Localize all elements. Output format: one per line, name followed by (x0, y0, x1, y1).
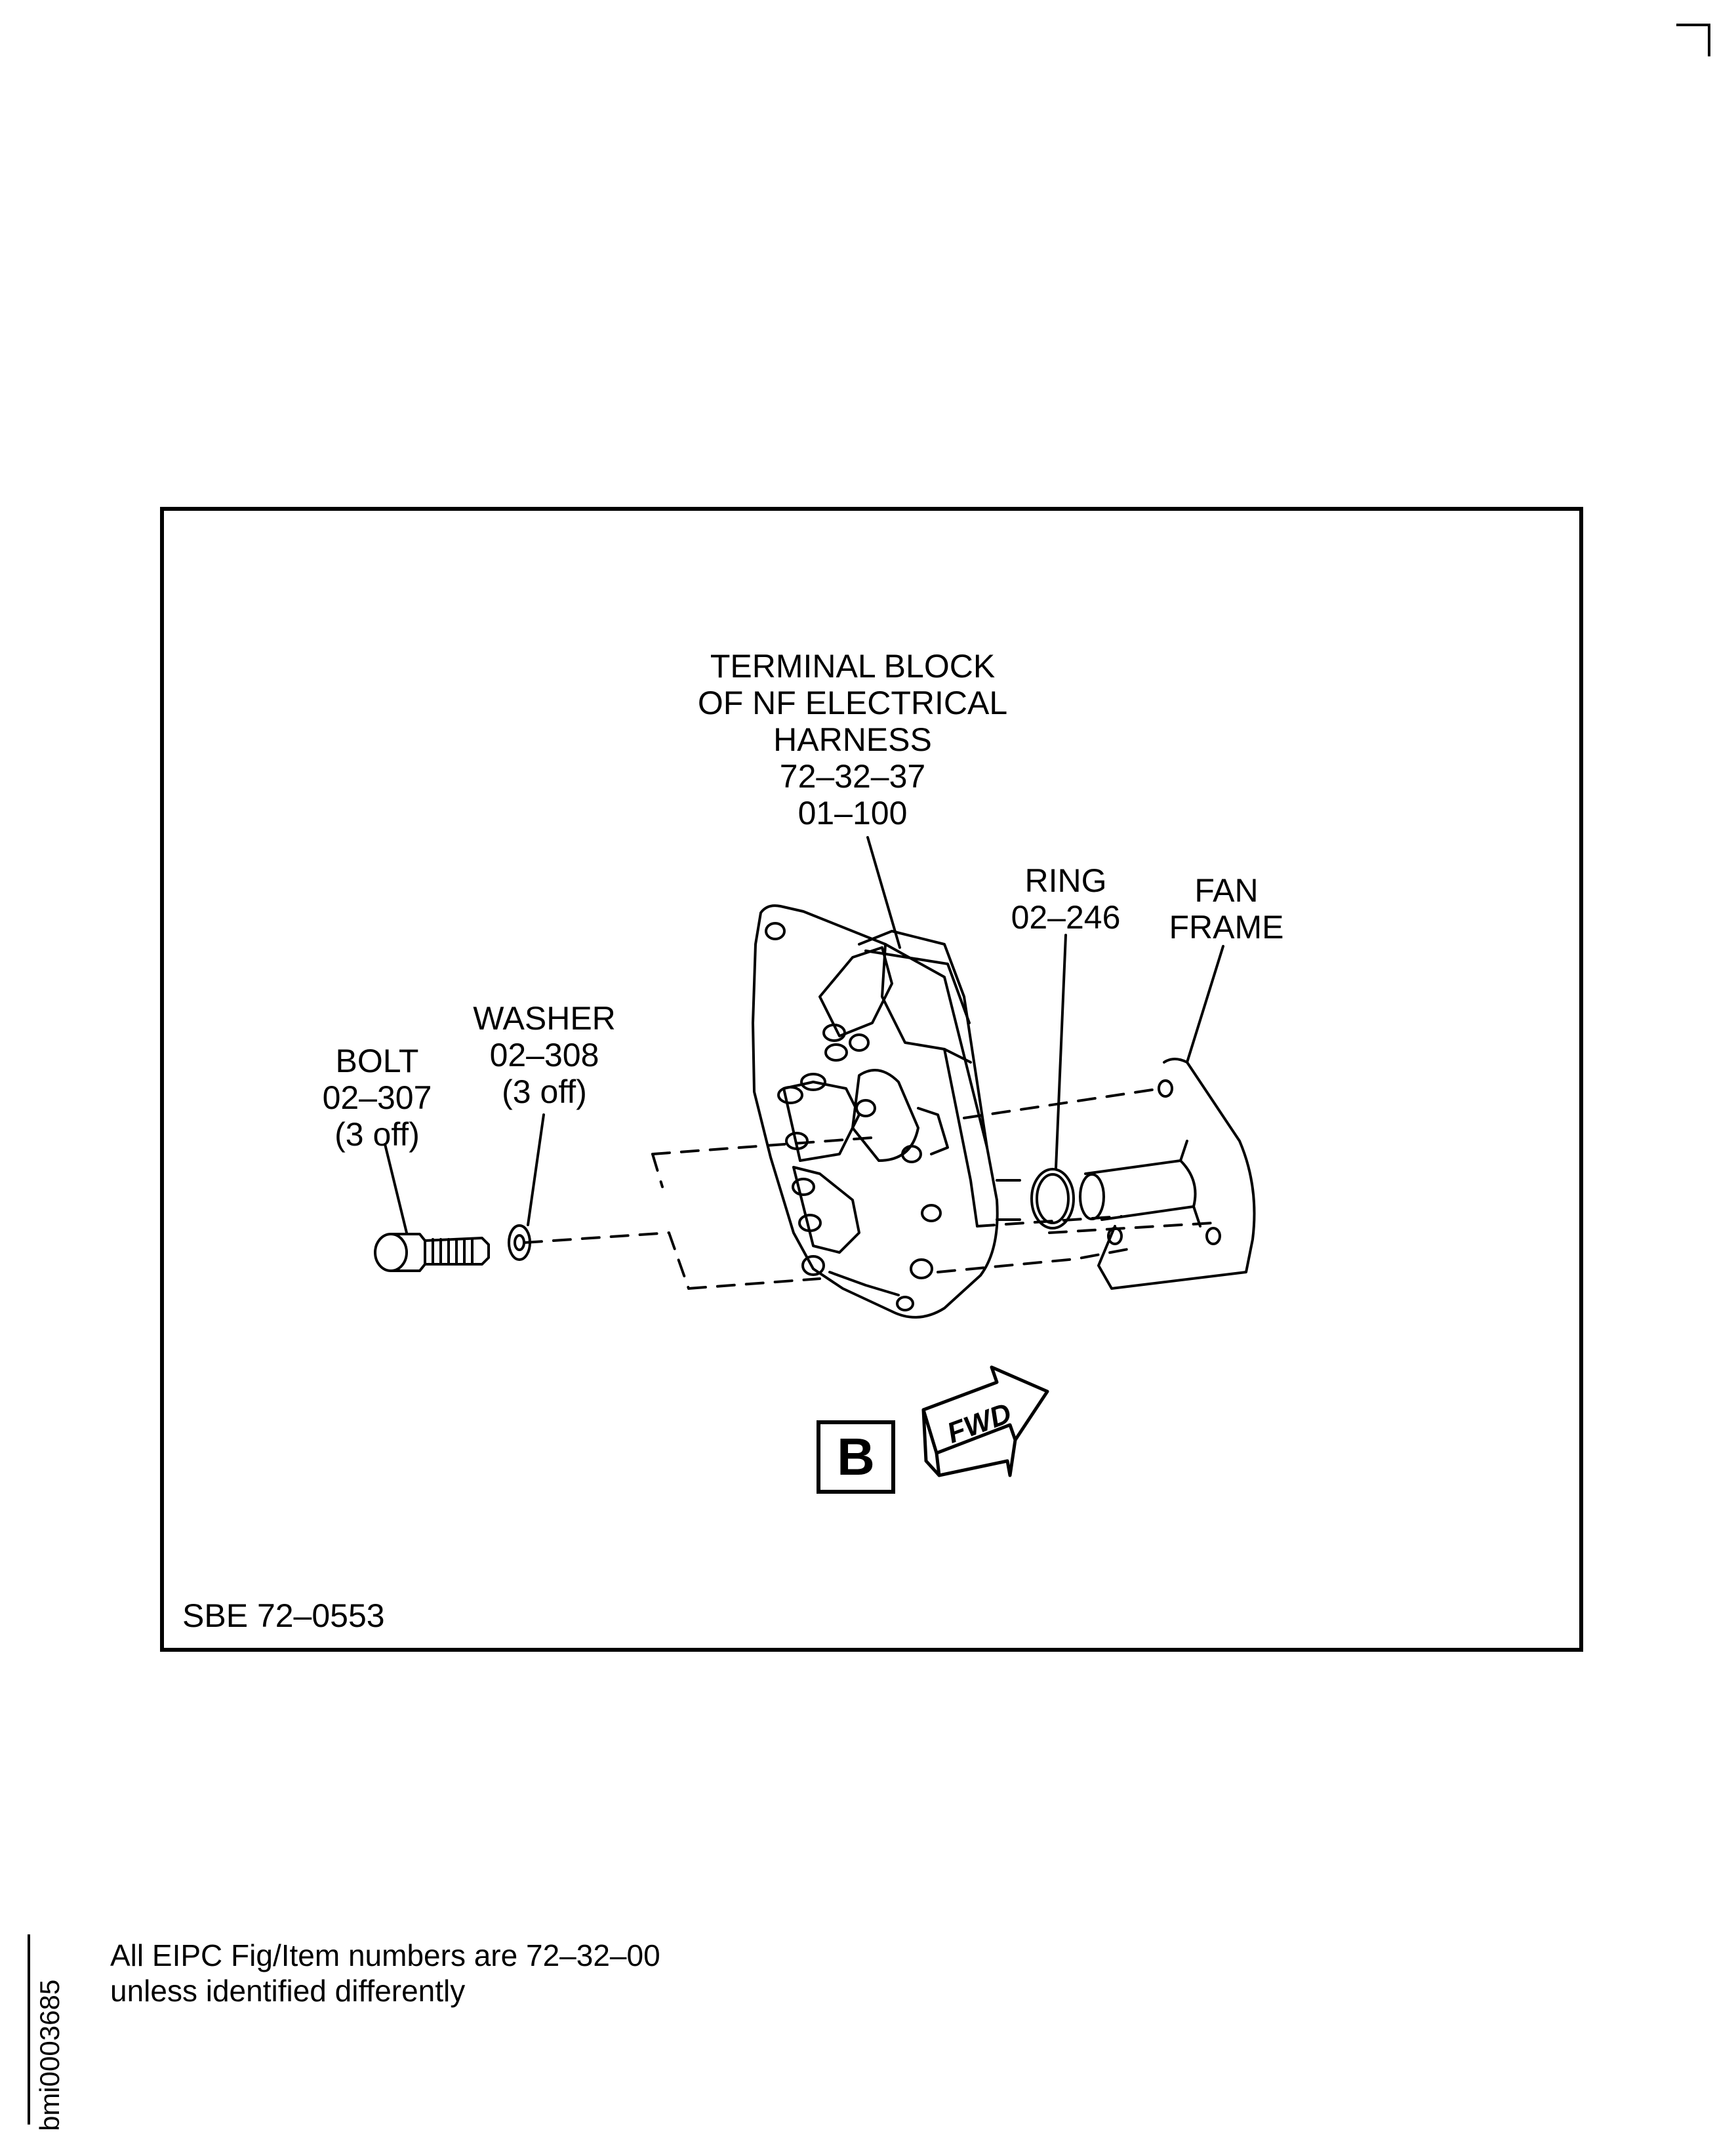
terminal-block-label-line-4: 72–32–37 (779, 758, 926, 795)
eipc-note-line-2: unless identified differently (110, 1974, 466, 2008)
fwd-arrow (921, 1365, 1049, 1477)
terminal-block-label-line-3: HARNESS (773, 721, 932, 758)
fan-frame-label: FAN FRAME (1161, 872, 1292, 946)
bolt-label-line-2: 02–307 (322, 1079, 432, 1116)
figure-reference: SBE 72–0553 (182, 1597, 385, 1634)
terminal-block-label-line-5: 01–100 (797, 795, 908, 831)
washer-label-line-1: WASHER (473, 1000, 616, 1037)
ring-part (1030, 1168, 1075, 1229)
terminal-block-part (752, 904, 999, 1319)
figure-frame (160, 507, 1583, 1652)
bolt-label-line-3: (3 off) (334, 1116, 420, 1153)
bolt-part (374, 1233, 490, 1272)
view-letter-box: B (817, 1420, 895, 1494)
ring-label-line-1: RING (1024, 862, 1107, 899)
terminal-block-label-line-1: TERMINAL BLOCK (710, 648, 996, 685)
fan-frame-label-line-2: FRAME (1169, 909, 1284, 946)
terminal-block-label: TERMINAL BLOCK OF NF ELECTRICAL HARNESS … (679, 648, 1026, 831)
illustration-id-bar (28, 1934, 30, 2125)
ring-label: RING 02–246 (994, 862, 1138, 936)
washer-label-line-2: 02–308 (489, 1037, 599, 1073)
washer-label: WASHER 02–308 (3 off) (459, 1000, 630, 1110)
illustration-id: bmi0003685 (34, 1979, 65, 2131)
terminal-block-label-line-2: OF NF ELECTRICAL (697, 685, 1008, 721)
ring-label-line-2: 02–246 (1011, 899, 1121, 936)
leader-lines (384, 836, 1224, 1234)
bolt-label: BOLT 02–307 (3 off) (302, 1043, 453, 1153)
fan-frame-label-line-1: FAN (1194, 872, 1259, 909)
eipc-note-line-1: All EIPC Fig/Item numbers are 72–32–00 (110, 1938, 660, 1972)
washer-part (508, 1224, 531, 1261)
washer-label-line-3: (3 off) (502, 1073, 587, 1110)
eipc-note: All EIPC Fig/Item numbers are 72–32–00 u… (110, 1938, 660, 2008)
fan-frame-part (1079, 1058, 1256, 1290)
bolt-label-line-1: BOLT (335, 1043, 419, 1079)
crop-mark (1676, 24, 1710, 56)
